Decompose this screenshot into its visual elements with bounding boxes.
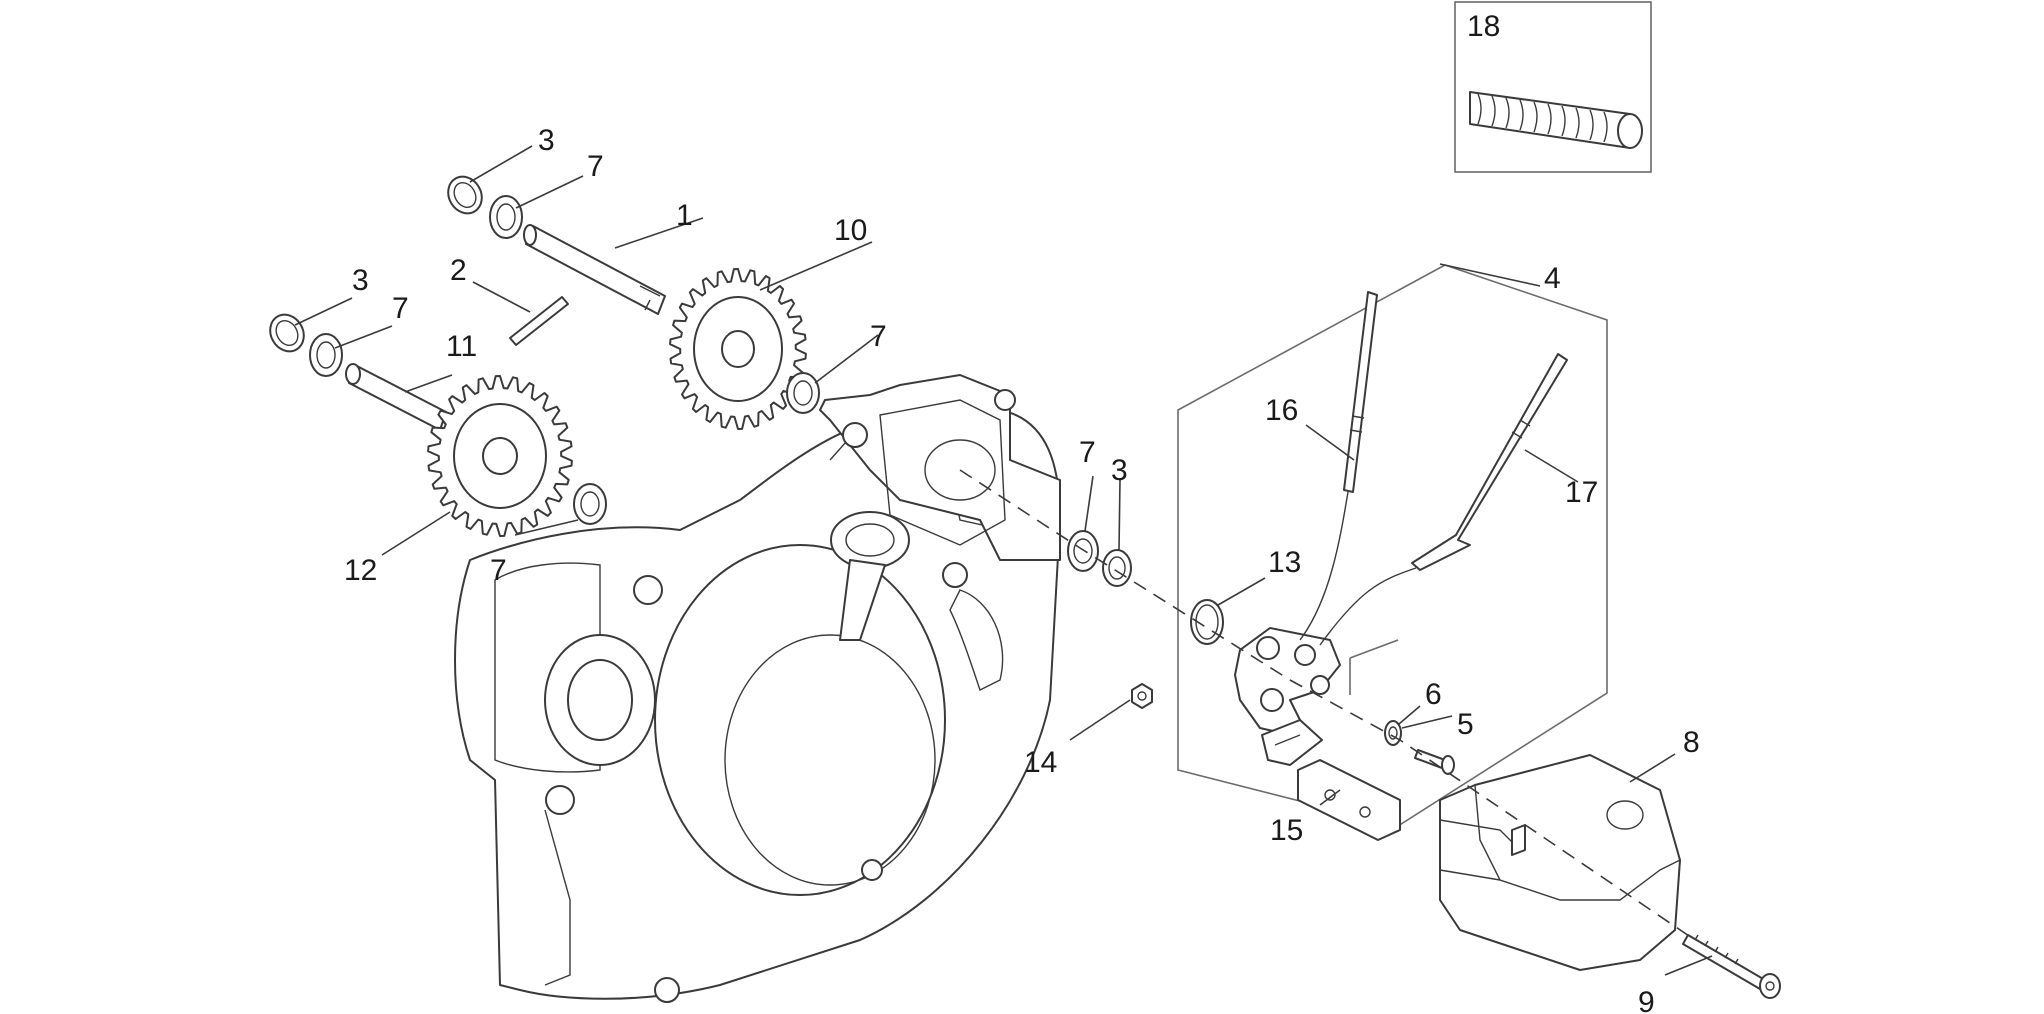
bolt-part-5 [1414,749,1455,775]
callout-6: 6 [1425,678,1442,711]
washer-part-6 [1384,720,1402,746]
callout-labels: 1 2 3 3 3 4 5 6 7 7 7 7 7 8 9 10 11 12 1… [344,10,1700,1014]
washer-part-7-right [1067,530,1099,572]
callout-11: 11 [446,330,477,363]
nut-part-14 [1131,683,1153,709]
callout-10: 10 [834,214,867,247]
callout-1: 1 [676,199,693,232]
leader-lines [294,145,1713,976]
callout-18: 18 [1467,10,1500,43]
crankcase-cover [454,374,1061,1003]
callout-12: 12 [344,554,377,587]
inset-box-part-18 [1454,1,1652,173]
callout-7-right: 7 [1079,436,1096,469]
oil-pipe-part-16 [1299,291,1378,641]
callout-4: 4 [1544,262,1561,295]
washer-part-7-top [489,195,523,239]
pump-cover-part-8 [1439,754,1681,971]
o-ring-part-13 [1190,599,1224,645]
gear-part-12 [427,375,573,537]
callout-7-top: 7 [587,150,604,183]
oil-pipe-part-17 [1319,353,1568,646]
callout-14: 14 [1024,746,1057,779]
spring-part-18 [1469,91,1643,149]
washer-part-7-gear12 [573,483,607,525]
callout-2: 2 [450,254,467,287]
callout-3-top: 3 [538,124,555,157]
circlip-part-3-top [447,175,483,215]
circlip-part-3-left [269,313,305,353]
callout-3-right: 3 [1111,454,1128,487]
callout-5: 5 [1457,708,1474,741]
callout-16: 16 [1265,394,1298,427]
shaft-part-1 [523,224,666,315]
gear-part-10 [669,268,807,430]
callout-9: 9 [1638,986,1655,1014]
callout-8: 8 [1683,726,1700,759]
callout-7-gear10: 7 [870,320,887,353]
callout-7-left: 7 [392,292,409,325]
sub-kit-outline [1349,639,1399,695]
assembly-axis [959,469,1696,941]
circlip-part-3-right [1102,549,1132,587]
washer-part-7-gear10 [786,372,820,414]
washer-part-7-left [309,333,343,377]
pin-part-2 [509,296,569,346]
callout-3-left: 3 [352,264,369,297]
gasket-part-15 [1297,759,1401,841]
callout-13: 13 [1268,546,1301,579]
callout-17: 17 [1565,476,1598,509]
shaft-part-11 [345,363,447,431]
oil-pump [1234,627,1341,766]
callout-7-gear12: 7 [490,554,507,587]
bolt-part-9 [1682,934,1781,999]
callout-15: 15 [1270,814,1303,847]
